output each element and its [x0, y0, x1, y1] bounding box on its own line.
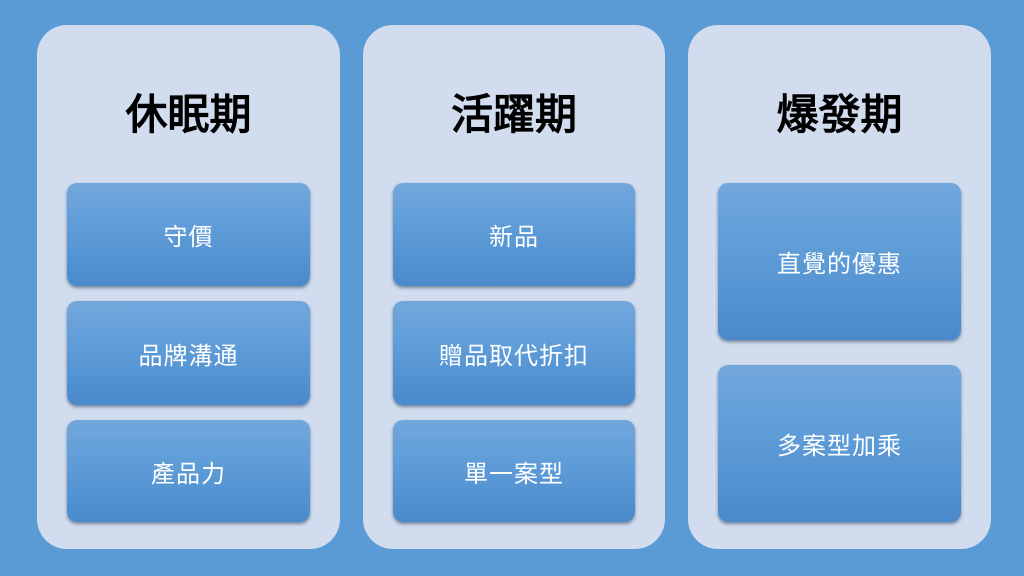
- strategy-box: 贈品取代折扣: [393, 301, 635, 405]
- phase-title: 休眠期: [125, 90, 252, 139]
- phase-panel-dormant: 休眠期 守價 品牌溝通 產品力: [37, 25, 340, 549]
- strategy-box: 品牌溝通: [67, 301, 310, 405]
- phase-title: 爆發期: [776, 90, 903, 139]
- strategy-box: 守價: [67, 183, 310, 286]
- strategy-box: 多案型加乘: [718, 365, 961, 522]
- strategy-box: 單一案型: [393, 420, 635, 522]
- phase-panel-active: 活躍期 新品 贈品取代折扣 單一案型: [363, 25, 665, 549]
- strategy-box: 新品: [393, 183, 635, 286]
- strategy-box: 產品力: [67, 420, 310, 522]
- phase-title: 活躍期: [450, 90, 577, 139]
- strategy-box: 直覺的優惠: [718, 183, 961, 340]
- phase-panel-explosive: 爆發期 直覺的優惠 多案型加乘: [688, 25, 991, 549]
